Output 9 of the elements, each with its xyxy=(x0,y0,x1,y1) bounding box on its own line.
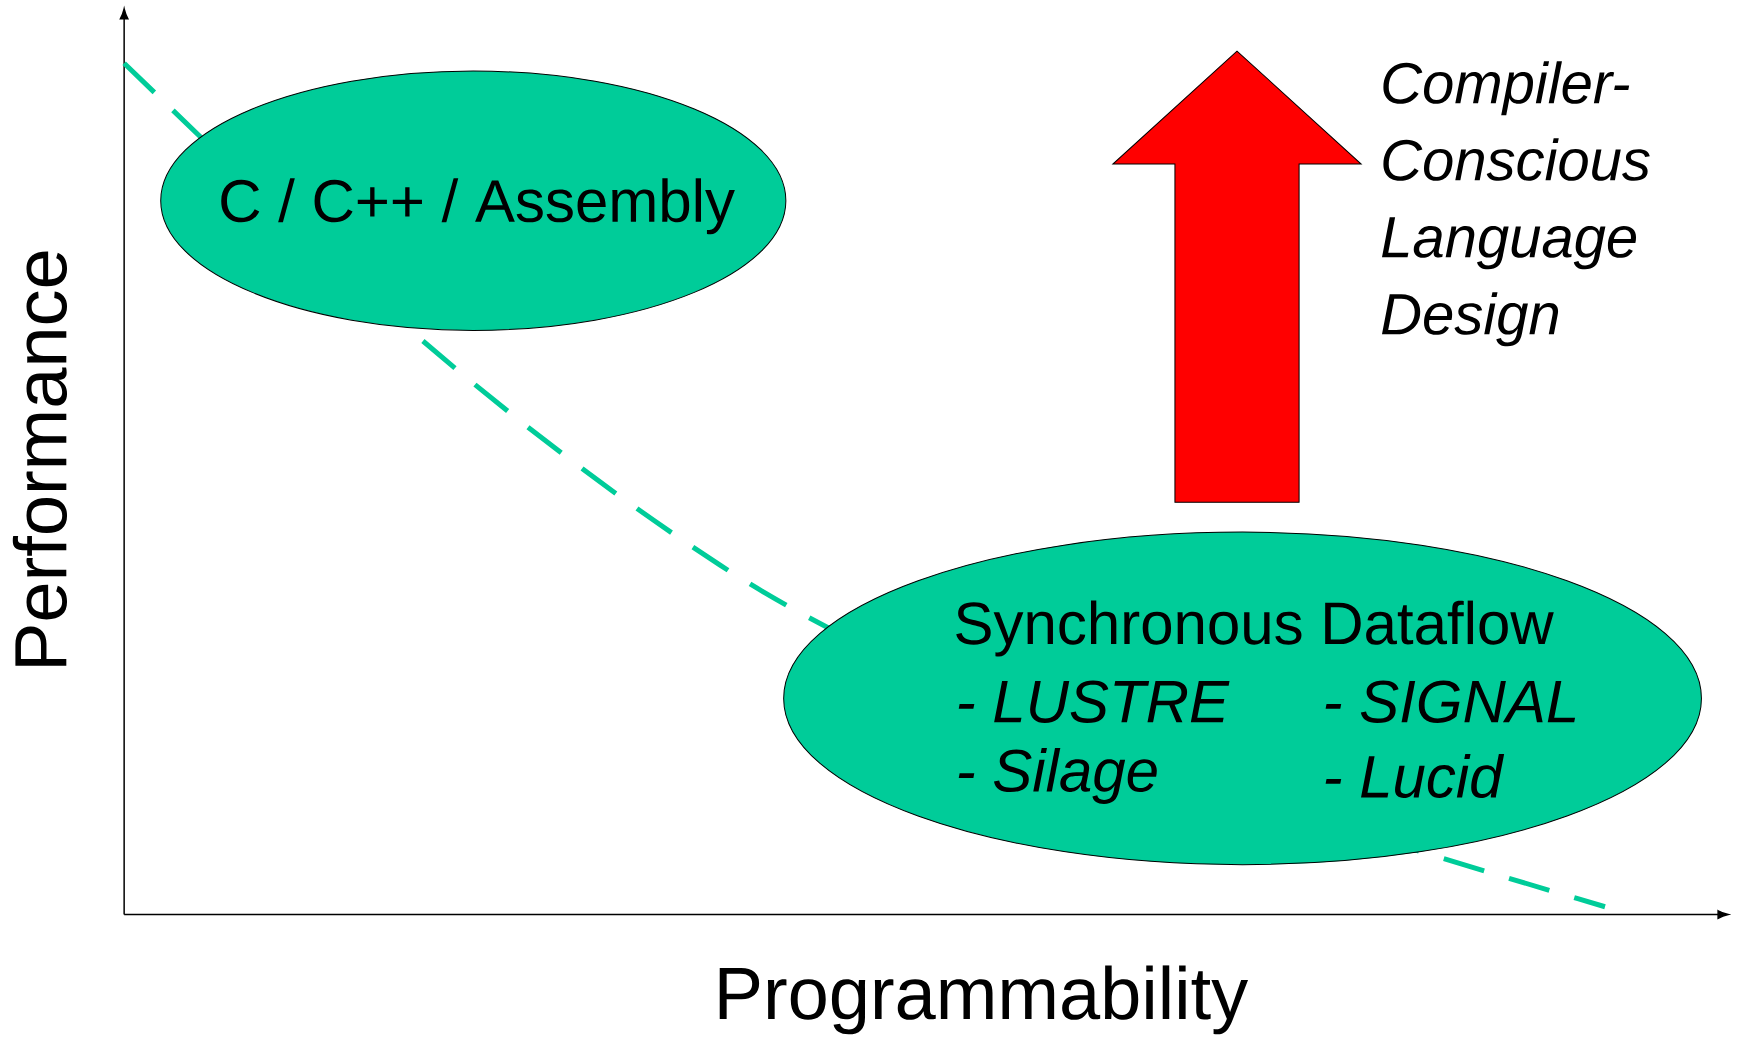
list-item: - Lucid xyxy=(1325,753,1505,798)
list-item: - Silage xyxy=(958,748,1157,804)
axis-label: Performance xyxy=(12,251,68,666)
annotation: Compiler- Conscious Language Design xyxy=(1382,61,1650,347)
list-item: - SIGNAL xyxy=(1325,680,1576,723)
list-item: - LUSTRE xyxy=(958,680,1230,723)
ellipse-label: C / C++ / Assembly xyxy=(221,178,735,235)
ellipse-heading: Synchronous Dataflow xyxy=(956,600,1554,657)
axis-label: Programmability xyxy=(719,965,1248,1035)
